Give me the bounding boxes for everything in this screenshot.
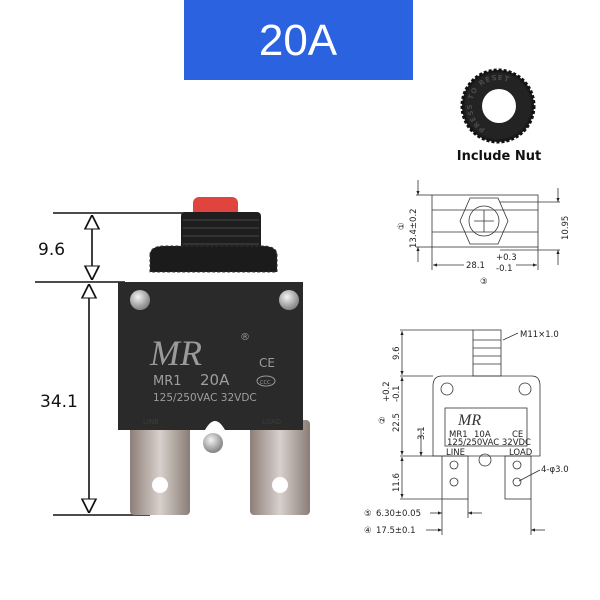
front-dim-terminal: 11.6 [392,473,402,492]
mounting-nut [149,245,278,273]
nut-caption: Include Nut [457,149,542,164]
photo-dimensions: 9.6 34.1 [35,212,200,516]
rating-label: 20A [200,371,230,389]
threaded-bushing [181,212,261,252]
ce-mark: CE [259,356,275,370]
terminal-load [250,420,310,515]
banner-label: 20A [259,16,338,65]
terminal-pitch-ref: ④ [364,526,372,536]
banner-background [184,0,413,80]
top-width-ref: ③ [480,277,488,287]
load-label: LOAD [262,418,281,426]
front-dim-gap: 3.1 [417,426,427,440]
front-model-label: MR1 [449,430,468,440]
voltage-label: 125/250VAC 32VDC [153,392,257,404]
top-width-tol-minus: -0.1 [496,264,513,274]
front-load-label: LOAD [509,448,533,458]
circuit-breaker-photo: MR ® CE MR1 20A CCC 125/250VAC 32VDC LIN… [118,197,310,515]
breaker-body [118,282,303,430]
line-label: LINE [143,418,159,426]
front-ce-mark: CE [512,430,523,440]
brand-logo: MR [149,333,202,373]
top-right-dim: 10.95 [561,216,571,240]
front-rating-label: 10A [474,430,491,440]
ccc-mark: CCC [260,380,271,386]
hole-label: 4-φ3.0 [541,465,569,475]
svg-text:MR: MR [457,412,481,429]
front-dim-body-ref: ② [378,416,388,424]
model-label: MR1 [153,374,182,389]
terminal-line [130,420,190,515]
front-dim-body-tol-minus: -0.1 [392,385,402,402]
nut-illustration: PRESS TO RESET Include Nut [457,68,542,164]
terminal-pitch: 17.5±0.1 [376,526,416,536]
top-view-drawing: 13.4±0.2 ① 10.95 28.1 +0.3 -0.1 ③ [397,180,571,287]
dimension-top: 9.6 [38,240,65,260]
terminal-width-ref: ⑤ [364,509,372,519]
front-line-label: LINE [446,448,465,458]
front-view-drawing: M11×1.0 MR MR1 10A CE 125/250VAC 32VDC L… [364,329,569,536]
top-width-tol-plus: +0.3 [496,253,517,263]
svg-text:®: ® [240,332,250,343]
top-width-dim: 28.1 [466,261,485,271]
rating-banner: 20A [184,0,413,80]
front-dim-button: 9.6 [392,346,402,360]
top-height-ref: ① [397,222,407,230]
terminal-width: 6.30±0.05 [376,509,421,519]
thread-label: M11×1.0 [520,330,559,340]
top-height-dim: 13.4±0.2 [409,208,419,248]
dimension-body: 34.1 [40,392,78,412]
front-voltage-label: 125/250VAC 32VDC [447,438,531,448]
front-dim-body: 22.5 [392,413,402,432]
front-dim-body-tol-plus: +0.2 [382,381,392,402]
